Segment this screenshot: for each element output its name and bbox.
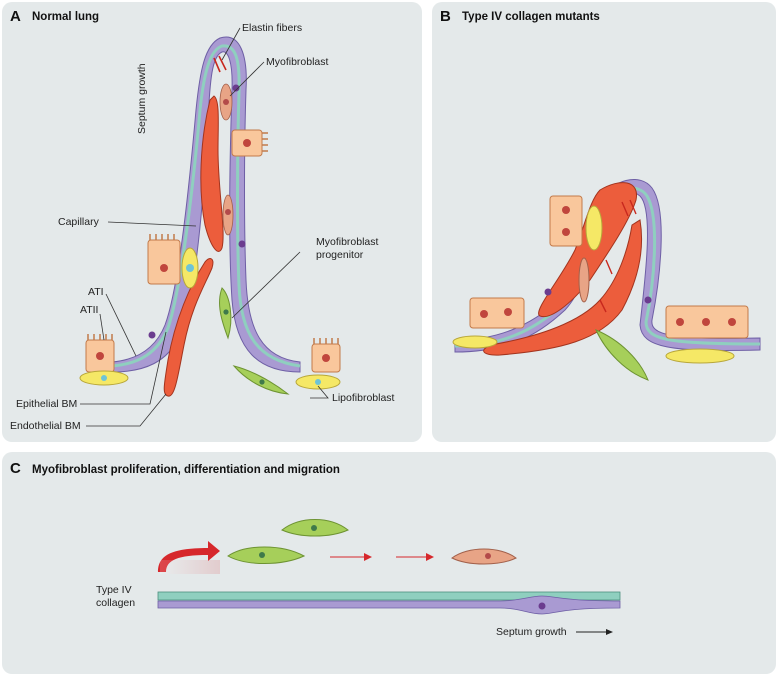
panel-b-letter: B — [440, 8, 451, 25]
atii-cell-right-bottom — [311, 338, 341, 373]
mutant-lipofibroblast-top — [585, 205, 603, 251]
ati-nucleus — [232, 84, 240, 92]
myofibroblast-nucleus — [485, 553, 491, 559]
label-myofibroblast-progenitor-2: progenitor — [316, 249, 364, 261]
epithelial-bm-line — [111, 44, 301, 368]
panel-a-letter: A — [10, 8, 21, 25]
mutant-myofibroblast — [578, 257, 590, 303]
label-septum-growth-c: Septum growth — [496, 626, 567, 638]
capillary-lower — [163, 258, 214, 397]
panel-a-title: Normal lung — [32, 11, 100, 23]
mutant-atii-top — [549, 195, 583, 247]
label-elastin-fibers: Elastin fibers — [242, 22, 303, 34]
myofibroblast-nucleus — [223, 99, 229, 105]
lipofibroblast-nucleus — [101, 375, 107, 381]
mutant-capillary-2 — [483, 219, 643, 356]
mutant-progenitor — [595, 329, 649, 381]
lipofibroblast-nucleus — [186, 264, 194, 272]
atii-cell-left-mid — [147, 234, 181, 285]
panel-c-background — [2, 452, 776, 674]
mutant-atii-right — [665, 305, 749, 339]
elastin-fiber-1 — [213, 57, 221, 73]
label-myofibroblast: Myofibroblast — [266, 56, 329, 68]
atii-cell-left-bottom — [85, 334, 115, 373]
septum-nucleus — [538, 602, 546, 610]
label-epithelial-bm: Epithelial BM — [16, 398, 78, 410]
label-endothelial-bm: Endothelial BM — [10, 420, 81, 432]
label-septum-growth: Septum growth — [136, 63, 148, 134]
label-capillary: Capillary — [58, 216, 99, 228]
myofibroblast-cell-c — [451, 548, 517, 565]
label-atii: ATII — [80, 304, 99, 316]
differentiation-arrow-curved — [158, 541, 220, 572]
myofibroblast-nucleus — [225, 209, 231, 215]
panel-c-title: Myofibroblast proliferation, differentia… — [32, 464, 340, 476]
type-iv-collagen-bar — [157, 591, 621, 601]
septum-tissue-bar — [157, 595, 621, 615]
progenitor-nucleus — [259, 379, 265, 385]
panel-b-title: Type IV collagen mutants — [462, 11, 600, 23]
ati-nucleus — [544, 288, 552, 296]
label-lipofibroblast: Lipofibroblast — [332, 392, 395, 404]
label-myofibroblast-progenitor-1: Myofibroblast — [316, 236, 379, 248]
panel-b-art — [452, 179, 761, 381]
arrow-fade-band — [160, 560, 220, 574]
mutant-elastin — [599, 199, 637, 313]
elastin-fiber-2 — [218, 55, 227, 71]
ati-nucleus — [148, 331, 156, 339]
progenitor-nucleus — [223, 309, 229, 315]
panel-a-leader-lines — [80, 27, 329, 427]
mutant-lipofibroblast-left — [452, 335, 498, 349]
panel-a-art — [79, 27, 341, 427]
ati-nucleus — [644, 296, 652, 304]
progenitor-cell-bottom — [227, 546, 306, 564]
panel-c-art — [157, 519, 621, 635]
atii-cell-right-top — [231, 129, 268, 157]
label-type-iv: Type IV — [96, 584, 132, 596]
label-collagen: collagen — [96, 597, 136, 609]
mutant-lipofibroblast-right — [665, 348, 735, 364]
progenitor-nucleus — [311, 525, 317, 531]
progenitor-nucleus — [259, 552, 265, 558]
mutant-atii-left — [469, 297, 525, 329]
capillary-upper — [200, 95, 224, 252]
lipofibroblast-nucleus — [315, 379, 321, 385]
panel-c-letter: C — [10, 460, 21, 477]
ati-nucleus — [238, 240, 246, 248]
label-ati: ATI — [88, 286, 104, 298]
